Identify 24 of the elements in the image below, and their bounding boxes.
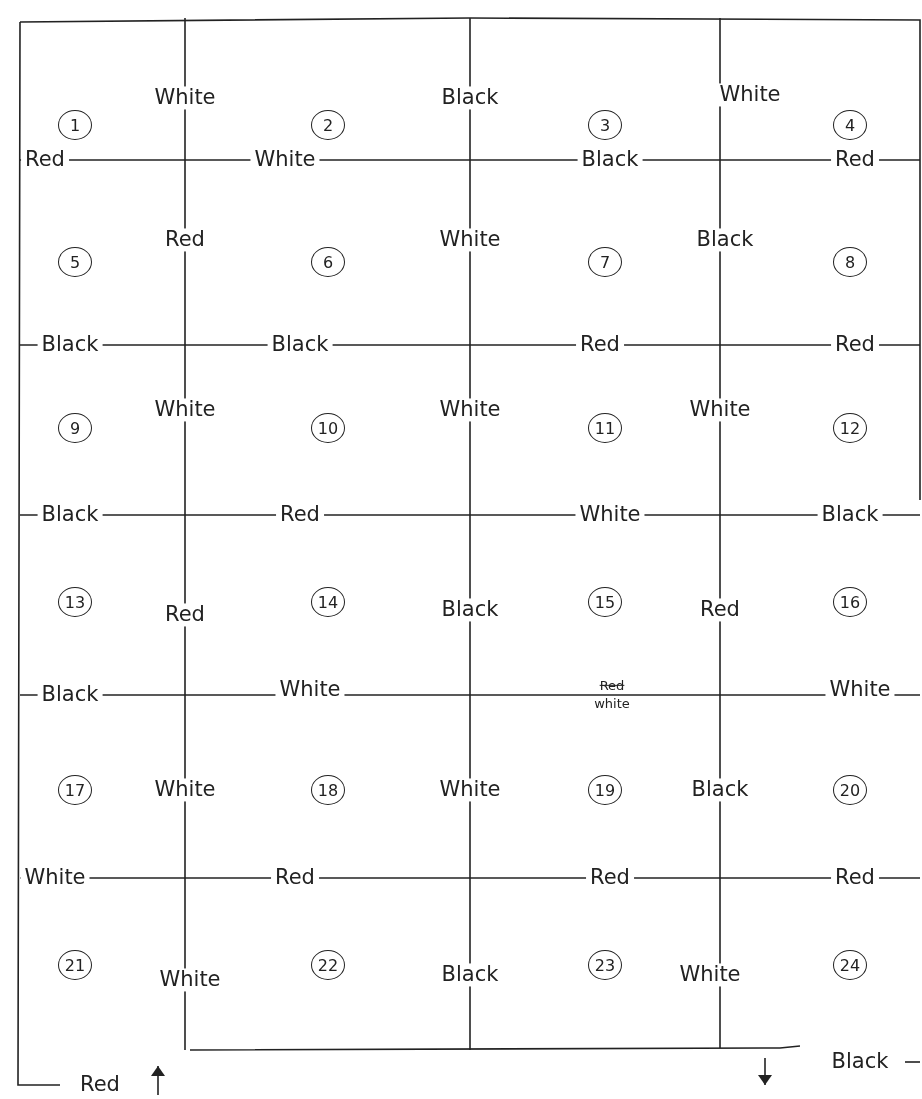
circled-number: 3 bbox=[588, 110, 622, 140]
circled-number: 4 bbox=[833, 110, 867, 140]
circled-number: 21 bbox=[58, 950, 92, 980]
circled-number: 19 bbox=[588, 775, 622, 805]
circled-number: 22 bbox=[311, 950, 345, 980]
circled-number: 9 bbox=[58, 413, 92, 443]
circled-number: 5 bbox=[58, 247, 92, 277]
circled-number: 23 bbox=[588, 950, 622, 980]
circled-number: 18 bbox=[311, 775, 345, 805]
circled-number: 2 bbox=[311, 110, 345, 140]
circled-number: 24 bbox=[833, 950, 867, 980]
circled-number: 12 bbox=[833, 413, 867, 443]
circled-number: 10 bbox=[311, 413, 345, 443]
circled-number: 7 bbox=[588, 247, 622, 277]
circled-number: 17 bbox=[58, 775, 92, 805]
circled-number: 1 bbox=[58, 110, 92, 140]
circled-number: 8 bbox=[833, 247, 867, 277]
circled-number: 13 bbox=[58, 587, 92, 617]
circled-number: 16 bbox=[833, 587, 867, 617]
circled-number: 14 bbox=[311, 587, 345, 617]
circled-number: 6 bbox=[311, 247, 345, 277]
circled-number: 11 bbox=[588, 413, 622, 443]
circled-number: 15 bbox=[588, 587, 622, 617]
circled-number: 20 bbox=[833, 775, 867, 805]
